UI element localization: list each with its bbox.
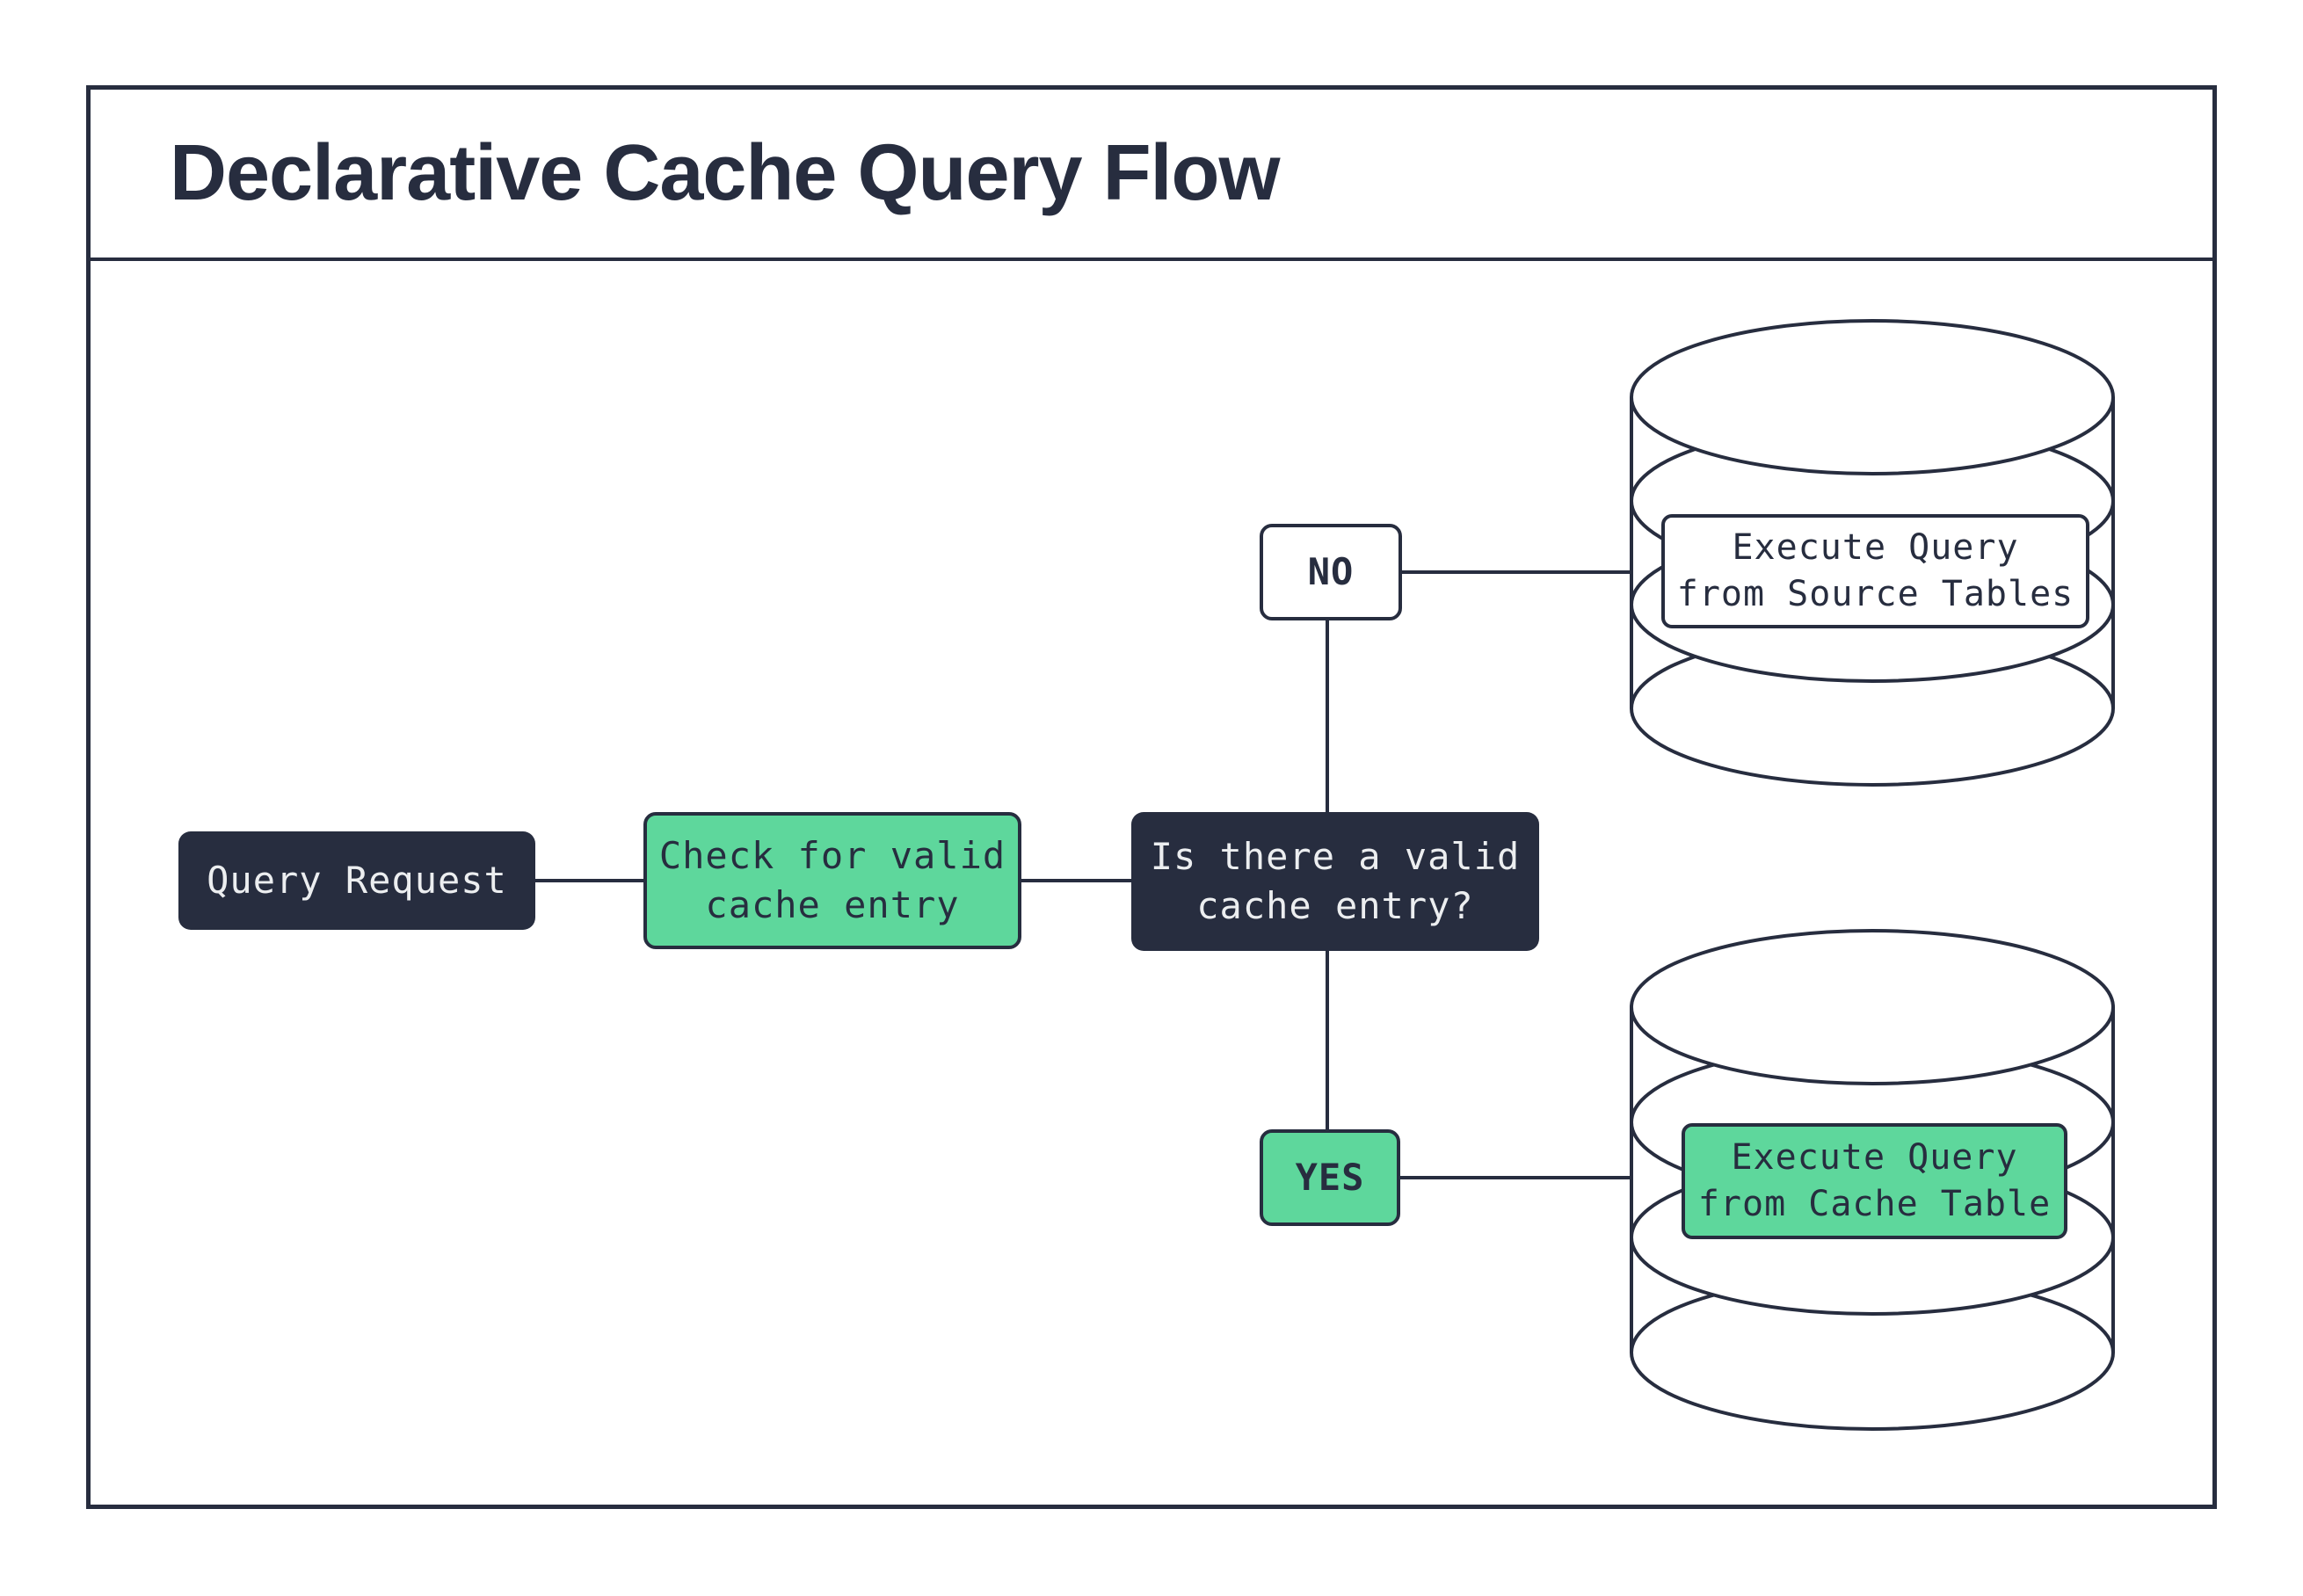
decision-node: Is there a valid cache entry? <box>1131 812 1539 951</box>
no-branch-label: NO <box>1260 524 1402 620</box>
query-request-node: Query Request <box>178 831 535 930</box>
yes-branch-label: YES <box>1260 1129 1400 1226</box>
execute-source-tables-node: Execute Query from Source Tables <box>1661 514 2089 628</box>
execute-cache-table-node: Execute Query from Cache Table <box>1682 1123 2067 1239</box>
check-cache-node: Check for valid cache entry <box>643 812 1021 949</box>
title-bar: Declarative Cache Query Flow <box>91 90 2212 261</box>
diagram-frame: Declarative Cache Query Flow <box>86 85 2217 1509</box>
page-title: Declarative Cache Query Flow <box>170 129 1281 217</box>
